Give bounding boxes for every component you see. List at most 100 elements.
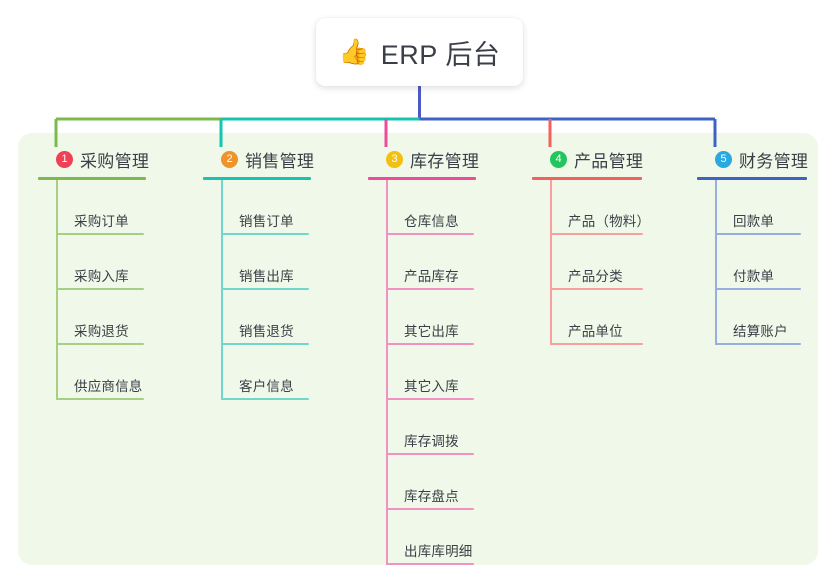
branch-item[interactable]: 销售订单 [221,180,314,235]
branch-item[interactable]: 库存调拨 [386,400,479,455]
branch-item-underline [386,398,474,400]
branch-item[interactable]: 出库库明细 [386,510,479,565]
branch-spine [715,180,717,345]
branch-header-4[interactable]: 4 产品管理 [532,147,650,171]
branch-item-underline [221,343,309,345]
branch-item-label: 结算账户 [733,324,788,339]
branch-item[interactable]: 采购退货 [56,290,149,345]
branch-item-label: 仓库信息 [404,214,459,229]
branch-spine [221,180,223,400]
branch-item-label: 销售退货 [239,324,294,339]
branch-item[interactable]: 产品库存 [386,235,479,290]
branch-item[interactable]: 销售退货 [221,290,314,345]
branch-header-1[interactable]: 1 采购管理 [38,147,149,171]
branch-items: 仓库信息产品库存其它出库其它入库库存调拨库存盘点出库库明细 [368,180,479,565]
branch-item-label: 产品库存 [404,269,459,284]
branch-item-underline [386,233,474,235]
branch-items: 回款单付款单结算账户 [697,180,808,345]
branch-item[interactable]: 供应商信息 [56,345,149,400]
branch-underline [368,177,476,180]
branch-item-label: 采购退货 [74,324,129,339]
root-title: ERP 后台 [380,39,501,70]
branch-title: 采购管理 [80,151,150,171]
branch-5: 5 财务管理回款单付款单结算账户 [697,147,808,345]
branch-item-label: 付款单 [733,269,775,284]
branch-number-badge: 3 [386,150,403,168]
branch-item-label: 出库库明细 [404,544,473,559]
branch-item[interactable]: 销售出库 [221,235,314,290]
branch-item-label: 库存调拨 [404,434,459,449]
branch-item-label: 供应商信息 [74,379,143,394]
branch-4: 4 产品管理产品（物料） 产品分类产品单位 [532,147,650,345]
branch-item-label: 其它入库 [404,379,459,394]
branch-header-5[interactable]: 5 财务管理 [697,147,808,171]
branch-item-label: 销售出库 [239,269,294,284]
branch-item-underline [221,288,309,290]
branch-item-label: 回款单 [733,214,775,229]
branch-item[interactable]: 付款单 [715,235,808,290]
branch-item[interactable]: 其它出库 [386,290,479,345]
branch-item-underline [56,233,144,235]
branch-header-2[interactable]: 2 销售管理 [203,147,314,171]
branch-item-underline [550,343,643,345]
branch-item[interactable]: 库存盘点 [386,455,479,510]
branch-underline [38,177,146,180]
branch-title: 产品管理 [574,151,644,171]
branch-item-underline [56,398,144,400]
branch-1: 1 采购管理采购订单采购入库采购退货供应商信息 [38,147,149,400]
branch-item-underline [386,343,474,345]
branch-number-badge: 1 [56,150,73,168]
branch-title: 销售管理 [245,151,315,171]
branch-number-badge: 5 [715,150,732,168]
branch-title: 库存管理 [410,151,480,171]
branch-item[interactable]: 采购入库 [56,235,149,290]
branch-item-underline [221,398,309,400]
branch-item-underline [715,288,801,290]
branch-item-underline [386,508,474,510]
branch-header-3[interactable]: 3 库存管理 [368,147,479,171]
branch-item[interactable]: 采购订单 [56,180,149,235]
branch-items: 销售订单销售出库销售退货客户信息 [203,180,314,400]
branch-item[interactable]: 其它入库 [386,345,479,400]
branch-item[interactable]: 结算账户 [715,290,808,345]
branch-number-badge: 4 [550,150,567,168]
branch-underline [203,177,311,180]
branch-item[interactable]: 产品（物料） [550,180,650,235]
branch-number-badge: 2 [221,150,238,168]
branch-item[interactable]: 产品单位 [550,290,650,345]
branch-items: 产品（物料） 产品分类产品单位 [532,180,650,345]
branch-item-underline [386,453,474,455]
branch-underline [532,177,642,180]
branch-item[interactable]: 客户信息 [221,345,314,400]
branch-item-label: 销售订单 [239,214,294,229]
branch-spine [56,180,58,400]
root-node-card[interactable]: 👍 ERP 后台 [316,18,523,86]
branch-item-underline [715,233,801,235]
branch-spine [386,180,388,565]
branch-item[interactable]: 仓库信息 [386,180,479,235]
branch-item-underline [550,288,643,290]
branch-item-label: 库存盘点 [404,489,459,504]
branch-item-underline [221,233,309,235]
branch-item-label: 采购订单 [74,214,129,229]
branch-underline [697,177,807,180]
branch-item-underline [386,288,474,290]
branch-item-label: 产品（物料） [568,214,651,229]
branch-item-underline [56,343,144,345]
branch-item-label: 其它出库 [404,324,459,339]
branch-item-underline [550,233,643,235]
branch-item-label: 产品分类 [568,269,623,284]
branch-item-label: 产品单位 [568,324,623,339]
thumbs-up-icon: 👍 [338,37,370,66]
branch-item[interactable]: 回款单 [715,180,808,235]
branch-item[interactable]: 产品分类 [550,235,650,290]
branch-3: 3 库存管理仓库信息产品库存其它出库其它入库库存调拨库存盘点出库库明细 [368,147,479,565]
branch-item-label: 客户信息 [239,379,294,394]
branch-title: 财务管理 [739,151,809,171]
diagram-background-panel [18,133,818,565]
branch-spine [550,180,552,345]
branch-item-underline [56,288,144,290]
branch-items: 采购订单采购入库采购退货供应商信息 [38,180,149,400]
branch-item-underline [386,563,474,565]
